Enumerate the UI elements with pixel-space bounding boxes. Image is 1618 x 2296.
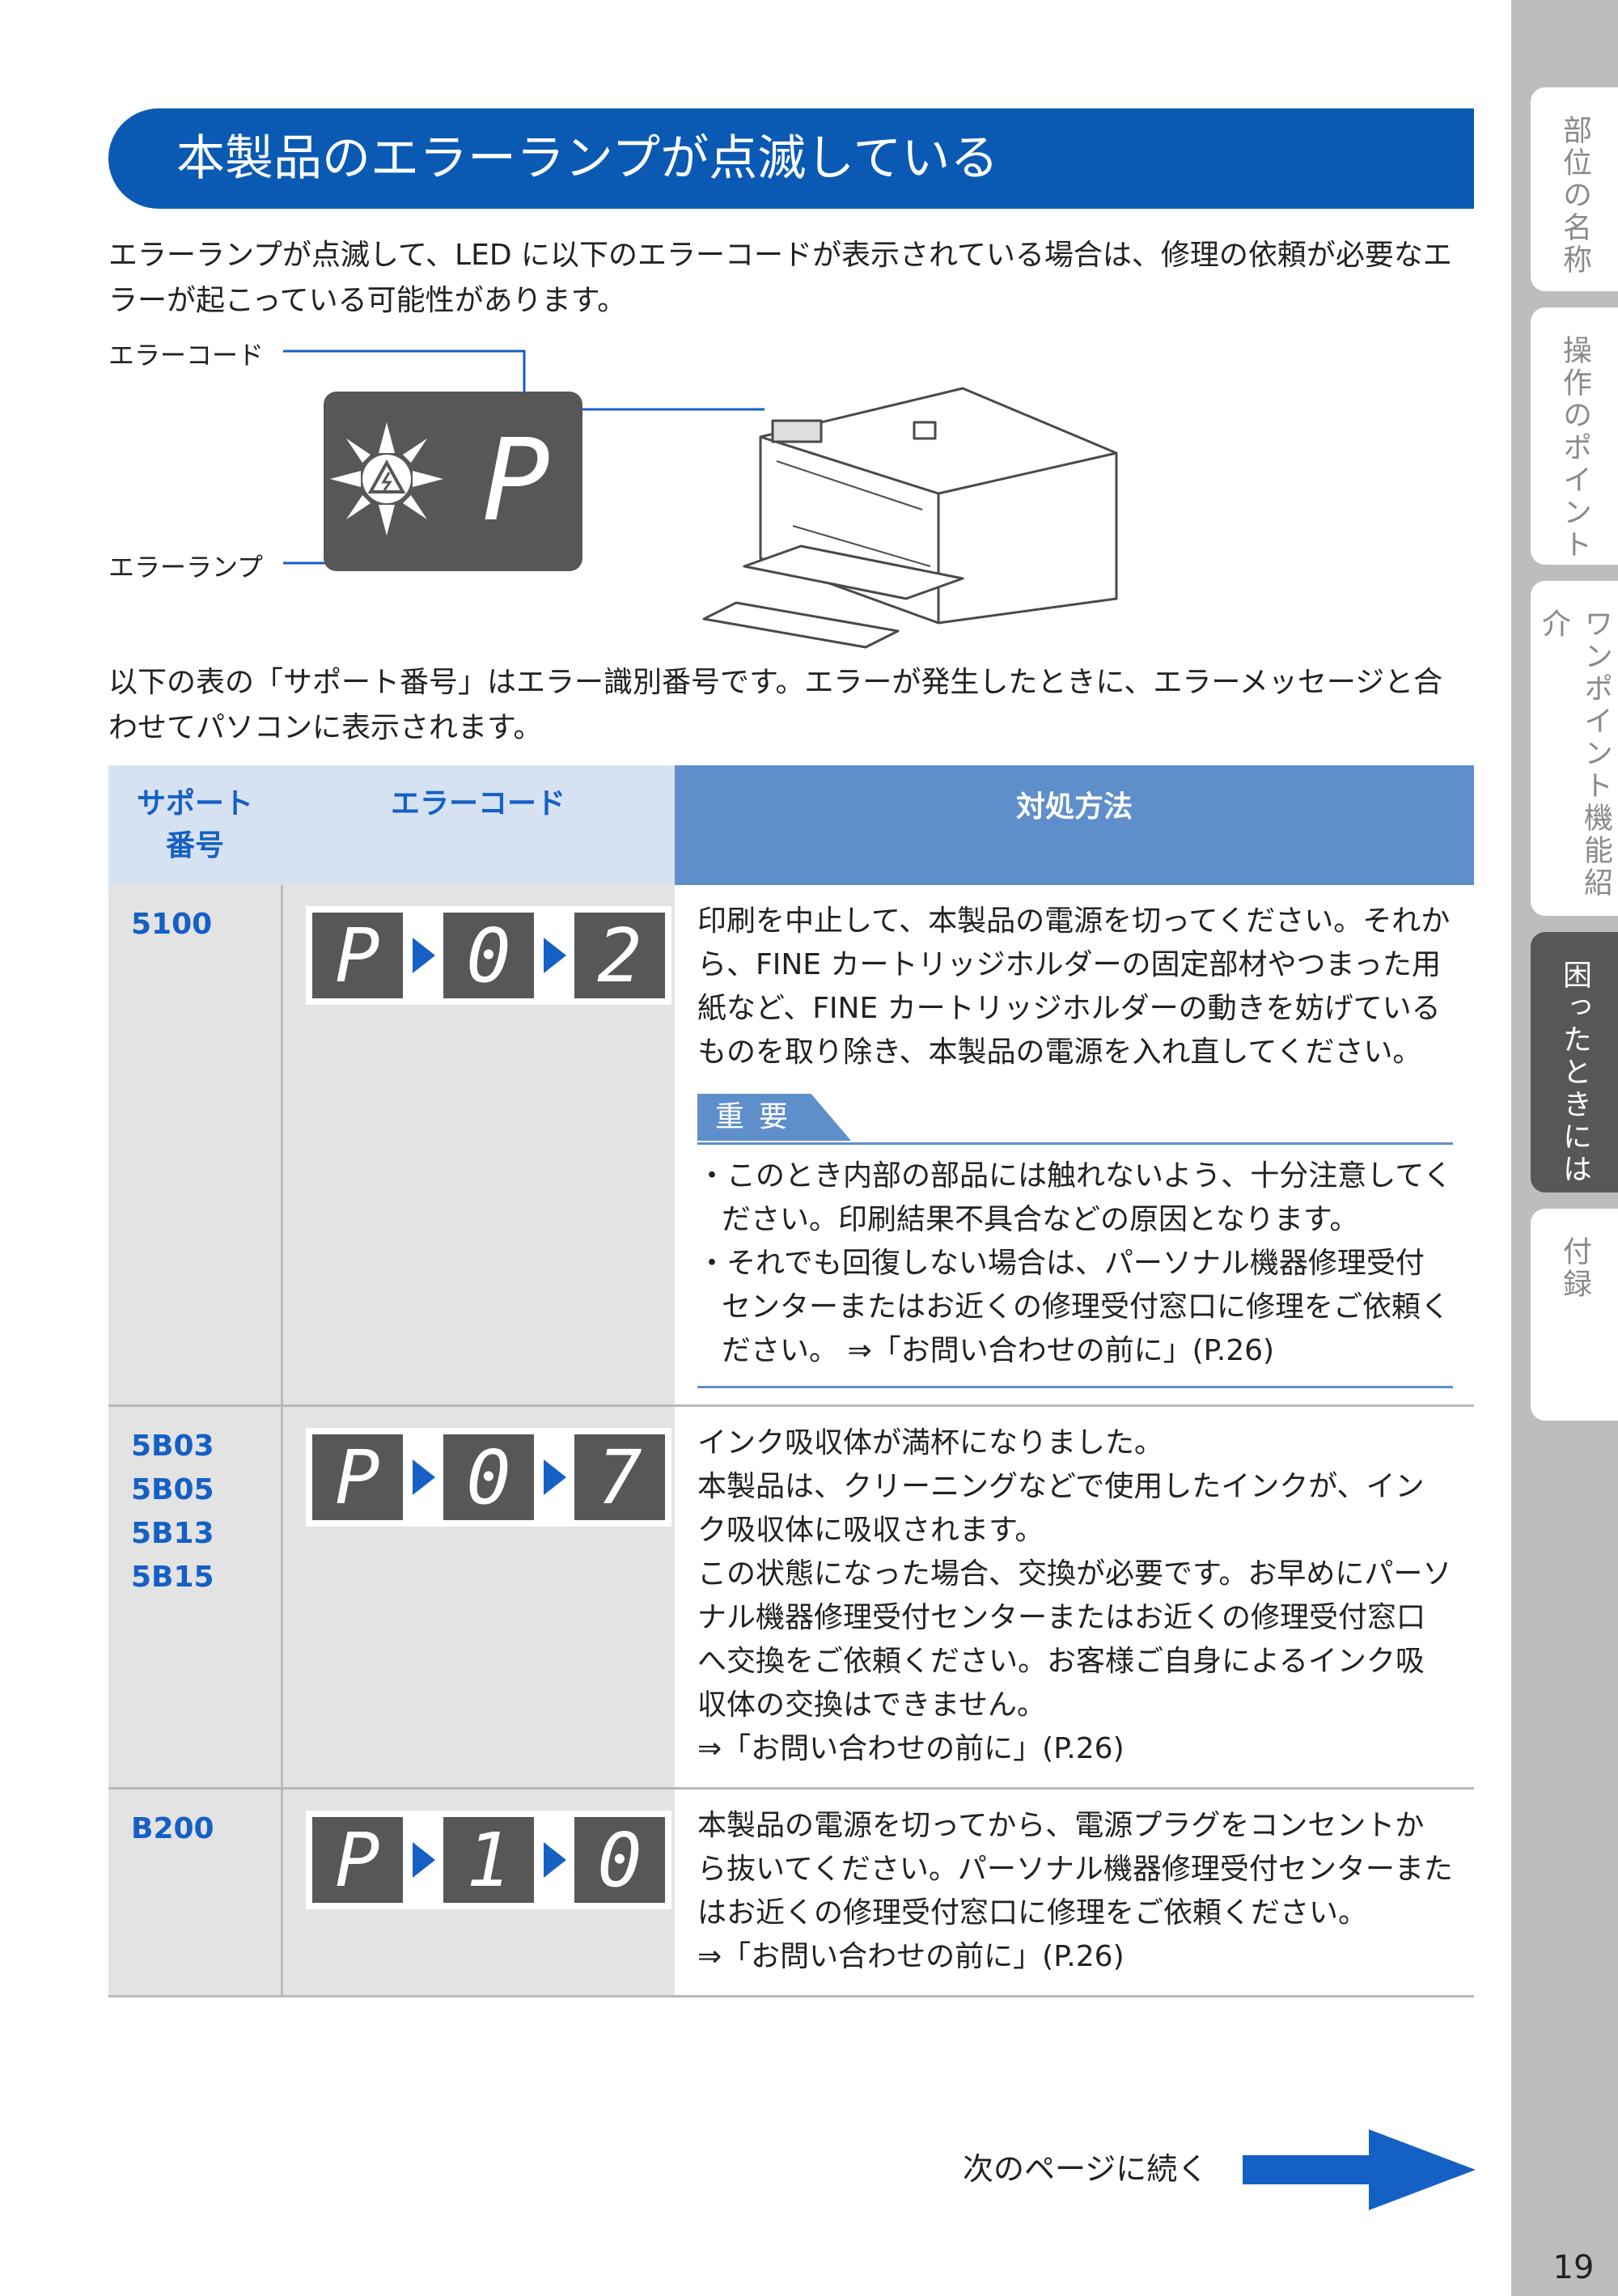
led-digit-box <box>443 913 534 998</box>
support-number: B200 <box>131 1812 214 1845</box>
side-tab-label: 部位の名称 <box>1558 115 1591 277</box>
led-digit: 0 <box>597 1817 642 1904</box>
warning-lamp-icon <box>330 422 443 536</box>
sequence-arrow-icon <box>412 1842 435 1878</box>
led-digit-box <box>311 913 403 998</box>
side-tab-part-names[interactable]: 部位の名称 <box>1531 87 1618 291</box>
led-digit-box <box>574 913 665 998</box>
side-tab-operation-points[interactable]: 操作のポイント <box>1531 307 1618 565</box>
header-support-number: サポート番号 <box>108 765 282 885</box>
sequence-arrow-icon <box>543 938 566 973</box>
led-digit-box <box>574 1817 665 1903</box>
side-tab-feature-intro[interactable]: ワンポイント機能紹介 <box>1531 581 1618 916</box>
led-digit-box <box>443 1434 534 1520</box>
important-bullet: ・それでも回復しない場合は、パーソナル機器修理受付センターまたはお近くの修理受付… <box>697 1247 1451 1367</box>
side-tab-label: 付録 <box>1558 1236 1591 1301</box>
solution-text: インク吸収体が満杯になりました。 本製品は、クリーニングなどで使用したインクが、… <box>697 1426 1452 1765</box>
side-tab-troubleshooting[interactable]: 困ったときには <box>1531 932 1618 1192</box>
led-digit: P <box>335 1434 379 1521</box>
continue-text: 次のページに続く <box>963 2151 1209 2187</box>
solution-cell: 印刷を中止して、本製品の電源を切ってください。それから、FINE カートリッジホ… <box>675 885 1474 1407</box>
sequence-arrow-icon <box>543 1842 566 1878</box>
led-digit: 7 <box>597 1434 642 1521</box>
header-solution: 対処方法 <box>675 765 1474 885</box>
page-title: 本製品のエラーランプが点滅している <box>176 130 999 187</box>
important-badge: 重要 <box>697 1094 851 1141</box>
sequence-arrow-icon <box>543 1459 566 1495</box>
led-display-char: P <box>482 415 551 547</box>
led-panel: P <box>324 392 582 571</box>
led-digit-box <box>443 1817 534 1903</box>
support-number: 5B03 5B05 5B13 5B15 <box>131 1430 214 1594</box>
side-tab-label: ワンポイント機能紹介 <box>1537 608 1612 900</box>
next-page-arrow-icon[interactable] <box>1243 2128 1477 2212</box>
led-digit: 2 <box>597 913 642 999</box>
led-digit: 0 <box>466 1434 510 1521</box>
led-digit: P <box>335 1817 379 1904</box>
sequence-arrow-icon <box>412 938 435 973</box>
side-tab-appendix[interactable]: 付録 <box>1531 1209 1618 1421</box>
table-row: 5100 P 0 2 印刷を中止して、本製品の電源を切ってください。それから、FIN… <box>108 885 1474 1407</box>
important-bullet: ・このとき内部の部品には触れないよう、十分注意してください。印刷結果不具合などの… <box>697 1159 1453 1236</box>
sequence-arrow-icon <box>412 1459 435 1495</box>
led-digit: 1 <box>466 1817 510 1904</box>
side-tab-label: 困ったときには <box>1558 959 1591 1186</box>
led-digit: P <box>335 913 379 999</box>
important-notes: ・このとき内部の部品には触れないよう、十分注意してください。印刷結果不具合などの… <box>697 1145 1453 1388</box>
table-intro-paragraph: 以下の表の「サポート番号」はエラー識別番号です。エラーが発生したときに、エラーメ… <box>108 666 1443 744</box>
led-digit-box <box>574 1434 665 1520</box>
support-number: 5100 <box>131 908 213 941</box>
support-number-cell: 5B03 5B05 5B13 5B15 <box>108 1405 283 1790</box>
error-code-cell: P 0 2 <box>282 885 676 1407</box>
solution-text: 本製品の電源を切ってから、電源プラグをコンセントから抜いてください。パーソナル機… <box>697 1809 1453 1973</box>
important-header: 重要 <box>697 1094 1453 1145</box>
led-digit-box <box>311 1434 403 1520</box>
support-number-cell: B200 <box>108 1788 283 1997</box>
support-number-cell: 5100 <box>108 885 283 1407</box>
page-number: 19 <box>1552 2249 1595 2286</box>
table-header-row: サポート番号 エラーコード 対処方法 <box>108 765 1474 885</box>
error-lamp-label: エラーランプ <box>108 552 264 582</box>
error-code-label: エラーコード <box>108 340 265 371</box>
side-tab-label: 操作のポイント <box>1558 335 1591 561</box>
led-digit: 0 <box>466 913 510 999</box>
printer-illustration <box>702 387 1118 649</box>
solution-cell: インク吸収体が満杯になりました。 本製品は、クリーニングなどで使用したインクが、… <box>675 1405 1474 1790</box>
header-error-code: エラーコード <box>282 765 675 885</box>
solution-text: 印刷を中止して、本製品の電源を切ってください。それから、FINE カートリッジホ… <box>697 904 1451 1069</box>
page-title-band: 本製品のエラーランプが点滅している <box>108 108 1474 209</box>
error-code-sequence: P 0 2 <box>305 906 676 1008</box>
intro-paragraph: エラーランプが点滅して、LED に以下のエラーコードが表示されている場合は、修理… <box>108 239 1452 317</box>
solution-cell: 本製品の電源を切ってから、電源プラグをコンセントから抜いてください。パーソナル機… <box>675 1788 1474 1997</box>
error-code-display: P 0 2 <box>305 906 671 1005</box>
led-digit-box <box>311 1817 403 1903</box>
